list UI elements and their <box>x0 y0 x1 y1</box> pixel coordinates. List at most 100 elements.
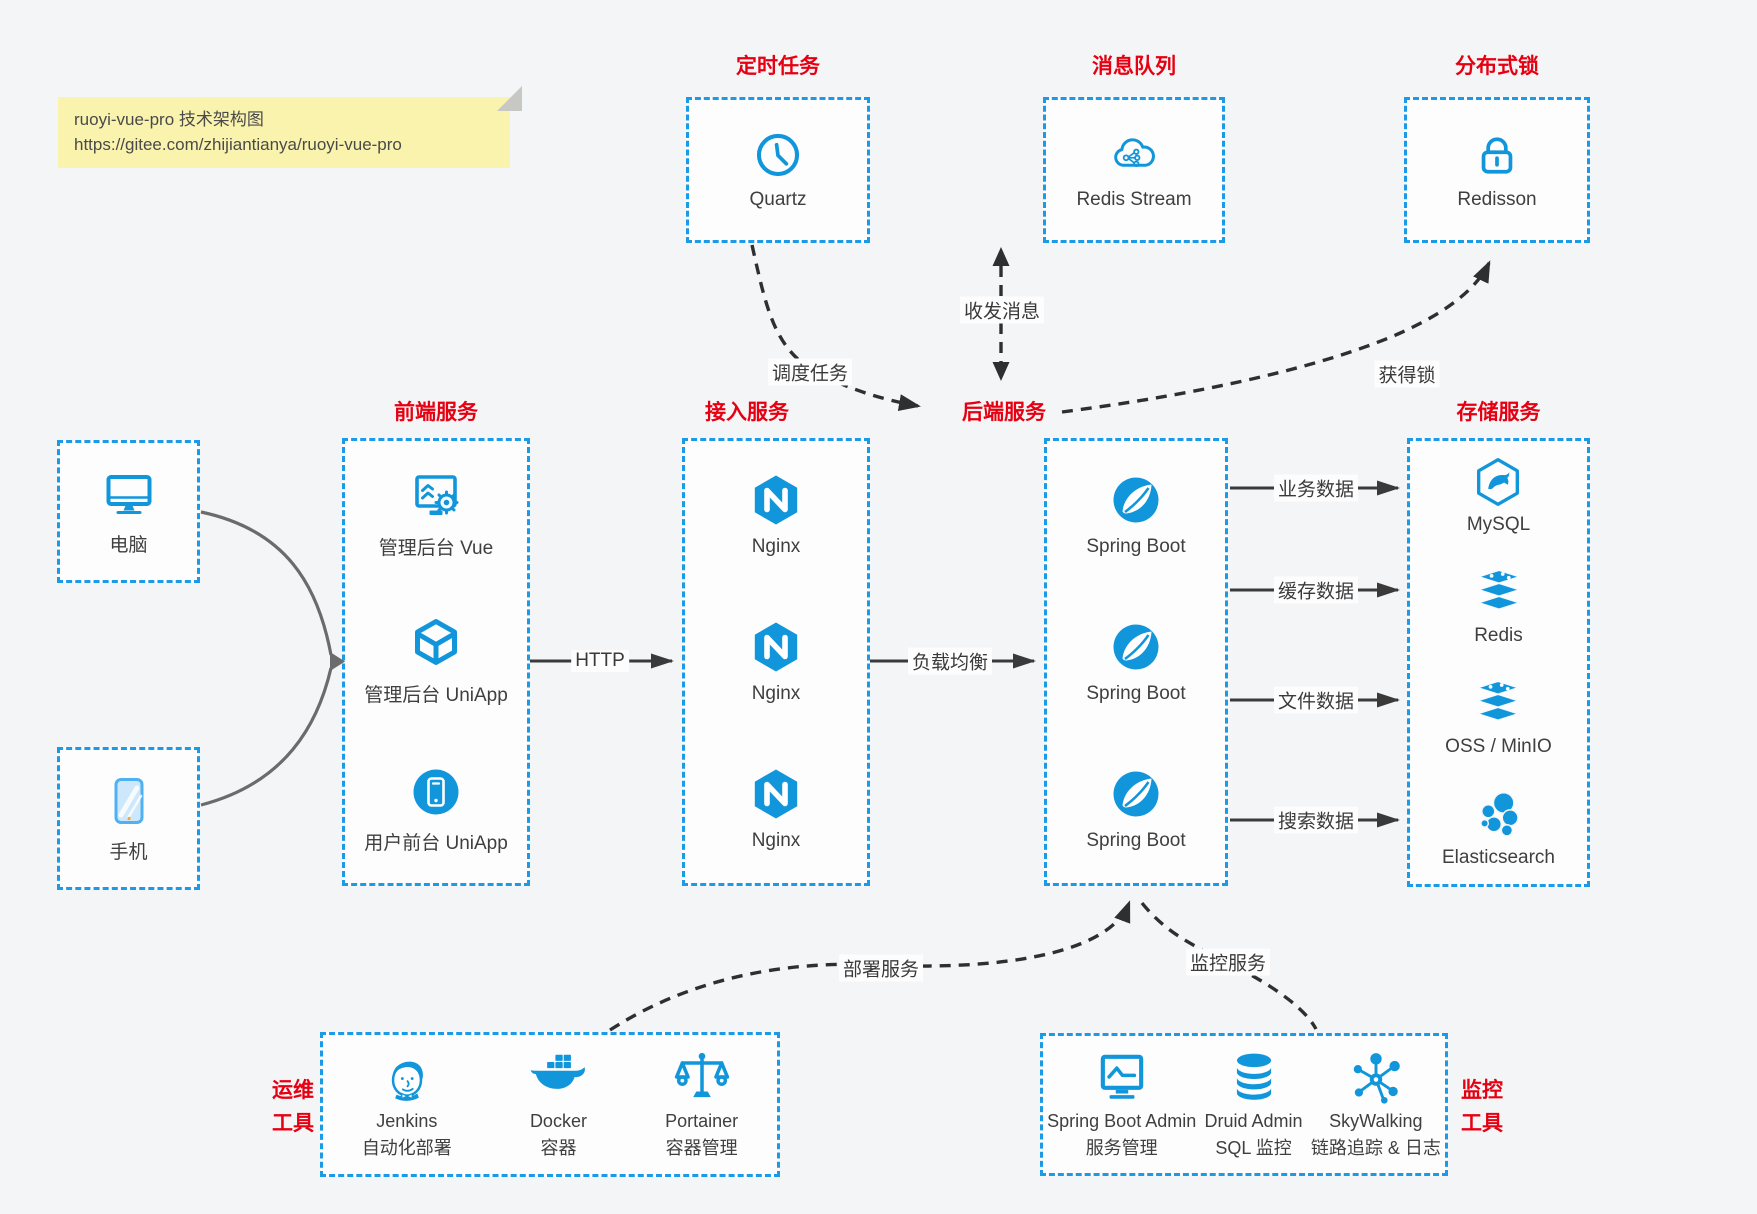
node-label: Redisson <box>1457 189 1537 210</box>
desktop-icon <box>101 466 157 522</box>
node-mysql: MySQL <box>1467 456 1530 536</box>
node-label: Nginx <box>751 682 801 704</box>
spring-icon <box>1108 472 1164 528</box>
tool-name: Jenkins <box>376 1110 438 1131</box>
cloud-mq-icon <box>1108 129 1160 181</box>
client-merge-arrows <box>200 510 333 807</box>
node-elasticsearch: Elasticsearch <box>1442 789 1555 869</box>
node-quartz: Quartz <box>749 129 807 211</box>
backend-box: Spring Boot Spring Boot Spring Boot <box>1044 438 1228 886</box>
node-label: Redis Stream <box>1076 189 1192 210</box>
mobile-client-box: 手机 <box>57 747 200 890</box>
tool-desc: 自动化部署 <box>361 1137 452 1158</box>
node-redis-stream: Redis Stream <box>1076 129 1192 211</box>
druid-icon <box>1225 1049 1283 1107</box>
spring-icon <box>1108 619 1164 675</box>
monitor-tools-side-label: 监控 工具 <box>1461 1079 1503 1135</box>
edge-label-file-data: 文件数据 <box>1273 686 1359 714</box>
nginx-icon <box>748 472 804 528</box>
section-title-distributed-lock: 分布式锁 <box>1455 55 1539 78</box>
section-title-storage: 存储服务 <box>1456 401 1541 424</box>
access-box: Nginx Nginx Nginx <box>682 438 870 886</box>
node-label: 管理后台 Vue <box>378 538 494 560</box>
nginx-icon <box>748 766 804 822</box>
elasticsearch-icon <box>1473 789 1525 841</box>
note-url: https://gitee.com/zhijiantianya/ruoyi-vu… <box>74 135 402 154</box>
edge-label-http: HTTP <box>571 650 629 672</box>
node-admin-vue: 管理后台 Vue <box>379 469 493 560</box>
node-admin-uniapp: 管理后台 UniApp <box>364 616 508 707</box>
node-label: 电脑 <box>109 535 148 556</box>
edge-label-business-data: 业务数据 <box>1273 474 1359 502</box>
edge-label-monitor-service: 监控服务 <box>1185 948 1271 976</box>
node-label: Redis <box>1474 625 1523 647</box>
edge-label-send-receive-msg: 收发消息 <box>959 296 1045 324</box>
edge-label-search-data: 搜索数据 <box>1273 806 1359 834</box>
spring-icon <box>1108 766 1164 822</box>
spring-boot-admin-icon <box>1093 1049 1151 1107</box>
redisson-box: Redisson <box>1404 97 1590 243</box>
tool-name: SkyWalking <box>1329 1110 1423 1131</box>
quartz-box: Quartz <box>686 97 870 243</box>
node-label: 用户前台 UniApp <box>364 832 508 854</box>
node-pc: 电脑 <box>101 466 157 557</box>
edge-label-load-balance: 负载均衡 <box>907 647 993 675</box>
node-oss-minio: OSS / MinIO <box>1445 678 1552 758</box>
frontend-box: 管理后台 Vue 管理后台 UniApp 用户前台 UniApp <box>342 438 530 886</box>
node-label: Spring Boot <box>1086 535 1186 557</box>
mysql-icon <box>1472 456 1524 508</box>
node-user-uniapp: 用户前台 UniApp <box>364 764 508 855</box>
node-jenkins: Jenkins 自动化部署 <box>362 1049 452 1161</box>
tool-desc: 服务管理 <box>1085 1137 1158 1158</box>
node-label: Nginx <box>751 830 801 852</box>
section-title-frontend: 前端服务 <box>394 401 478 424</box>
tool-desc: SQL 监控 <box>1215 1137 1292 1158</box>
monitor-tools-box: Spring Boot Admin 服务管理 Druid Admin SQL 监… <box>1040 1033 1448 1176</box>
node-skywalking: SkyWalking 链路追踪 & 日志 <box>1311 1049 1441 1161</box>
node-mobile: 手机 <box>101 773 157 864</box>
oss-icon <box>1472 678 1524 730</box>
node-springboot-1: Spring Boot <box>1086 472 1186 558</box>
clock-icon <box>752 129 804 181</box>
node-label: Quartz <box>749 189 807 210</box>
lock-icon <box>1471 129 1523 181</box>
node-label: MySQL <box>1466 514 1531 536</box>
portainer-icon <box>673 1049 731 1107</box>
node-label: Spring Boot <box>1086 682 1186 704</box>
node-label: Spring Boot <box>1086 830 1186 852</box>
tool-name: Druid Admin <box>1204 1110 1303 1131</box>
tool-desc: 链路追踪 & 日志 <box>1310 1137 1441 1158</box>
smartphone-icon <box>101 773 157 829</box>
uniapp-cube-icon <box>408 616 464 672</box>
sticky-note: ruoyi-vue-pro 技术架构图 https://gitee.com/zh… <box>58 97 510 168</box>
tool-name: Spring Boot Admin <box>1047 1110 1197 1131</box>
node-nginx-2: Nginx <box>748 619 804 705</box>
node-portainer: Portainer 容器管理 <box>665 1049 738 1161</box>
ops-tools-box: Jenkins 自动化部署 Docker 容器 Portainer 容器管理 <box>320 1032 780 1177</box>
storage-box: MySQL Redis OSS / MinIO Elasticsearch <box>1407 438 1590 887</box>
edge-label-acquire-lock: 获得锁 <box>1374 360 1440 388</box>
tool-name: Portainer <box>665 1110 739 1131</box>
node-nginx-3: Nginx <box>748 766 804 852</box>
redis-icon <box>1473 567 1525 619</box>
node-springboot-3: Spring Boot <box>1086 766 1186 852</box>
section-title-access: 接入服务 <box>705 401 789 424</box>
tool-desc: 容器 <box>540 1137 577 1158</box>
node-spring-boot-admin: Spring Boot Admin 服务管理 <box>1047 1049 1196 1161</box>
node-druid-admin: Druid Admin SQL 监控 <box>1205 1049 1303 1161</box>
edge-label-deploy-service: 部署服务 <box>838 954 924 982</box>
node-docker: Docker 容器 <box>529 1049 587 1161</box>
section-title-message-queue: 消息队列 <box>1092 55 1176 78</box>
node-label: Nginx <box>751 535 801 557</box>
note-title: ruoyi-vue-pro 技术架构图 <box>74 110 264 129</box>
node-label: OSS / MinIO <box>1445 735 1552 757</box>
pc-client-box: 电脑 <box>57 440 200 583</box>
docker-icon <box>529 1049 587 1107</box>
node-redis: Redis <box>1473 567 1525 647</box>
redis-stream-box: Redis Stream <box>1043 97 1225 243</box>
edge-label-schedule-task: 调度任务 <box>767 358 853 386</box>
node-springboot-2: Spring Boot <box>1086 619 1186 705</box>
jenkins-icon <box>378 1049 436 1107</box>
section-title-scheduled-tasks: 定时任务 <box>736 55 820 78</box>
